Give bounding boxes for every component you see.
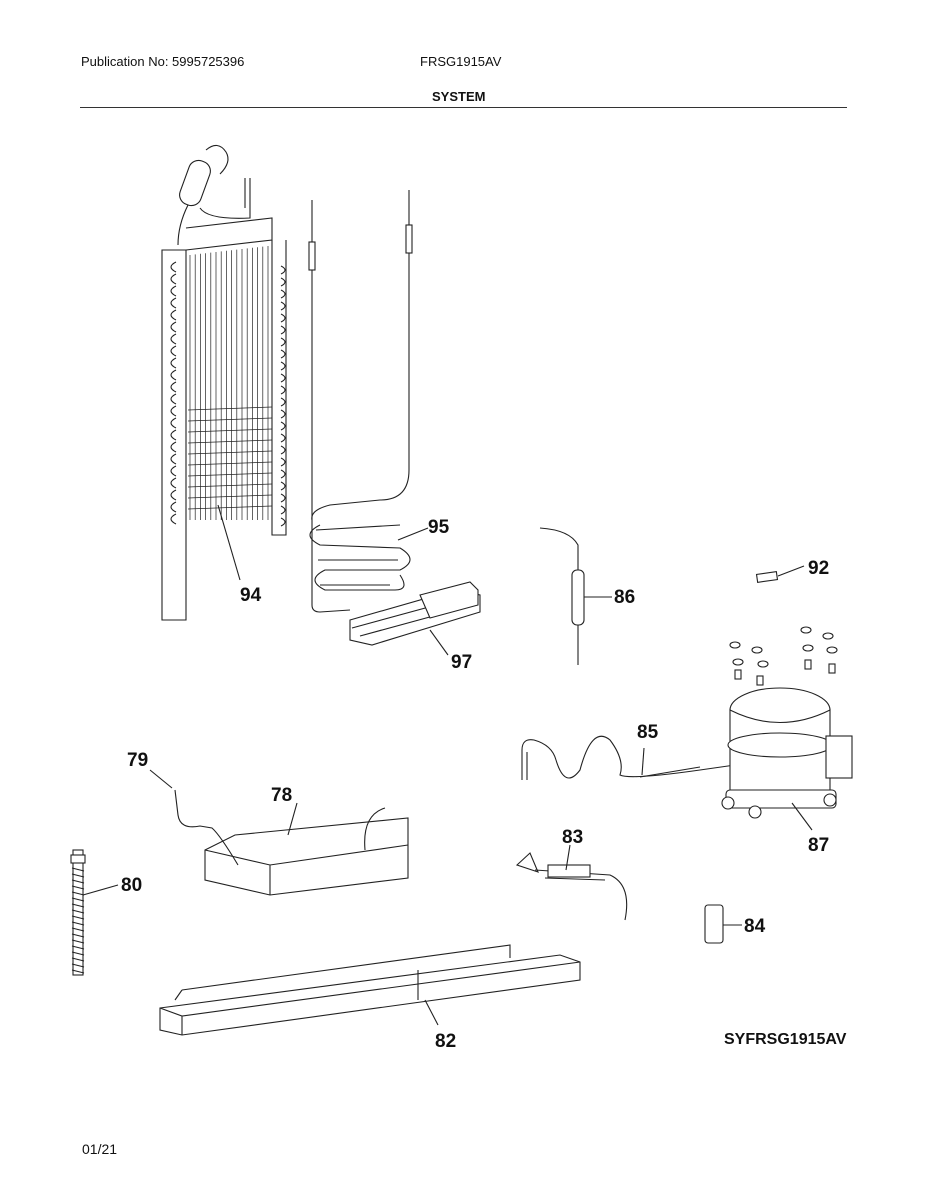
condenser-drawing [308, 190, 429, 613]
section-title: SYSTEM [432, 89, 486, 104]
drain-hose-drawing [70, 849, 119, 976]
callout-83: 83 [562, 827, 583, 848]
drip-tray-drawing [349, 581, 481, 656]
drain-pan-drawing [149, 769, 409, 896]
callout-82: 82 [435, 1031, 456, 1052]
header-rule [80, 107, 847, 108]
compressor-drawing [521, 687, 853, 831]
callout-97: 97 [451, 652, 472, 673]
callout-86: 86 [614, 587, 635, 608]
model-number: FRSG1915AV [420, 54, 502, 69]
callout-85: 85 [637, 722, 659, 743]
overload-drawing [515, 844, 628, 921]
callout-78: 78 [271, 785, 292, 806]
callout-94: 94 [240, 585, 262, 606]
base-rail-drawing [159, 944, 581, 1036]
evaporator-drawing [161, 144, 287, 621]
publication-number: Publication No: 5995725396 [81, 54, 245, 69]
part-92-drawing [755, 565, 805, 583]
callout-87: 87 [808, 835, 829, 856]
callout-84: 84 [744, 916, 766, 937]
callout-92: 92 [808, 558, 829, 579]
callout-80: 80 [121, 875, 142, 896]
callout-79: 79 [127, 750, 148, 771]
footer-date: 01/21 [82, 1141, 118, 1157]
capacitor-drawing [704, 904, 742, 944]
diagram-code: SYFRSG1915AV [724, 1031, 847, 1048]
drier-86-drawing [539, 527, 612, 665]
callout-95: 95 [428, 517, 450, 538]
grommet-set-drawing [729, 626, 838, 686]
